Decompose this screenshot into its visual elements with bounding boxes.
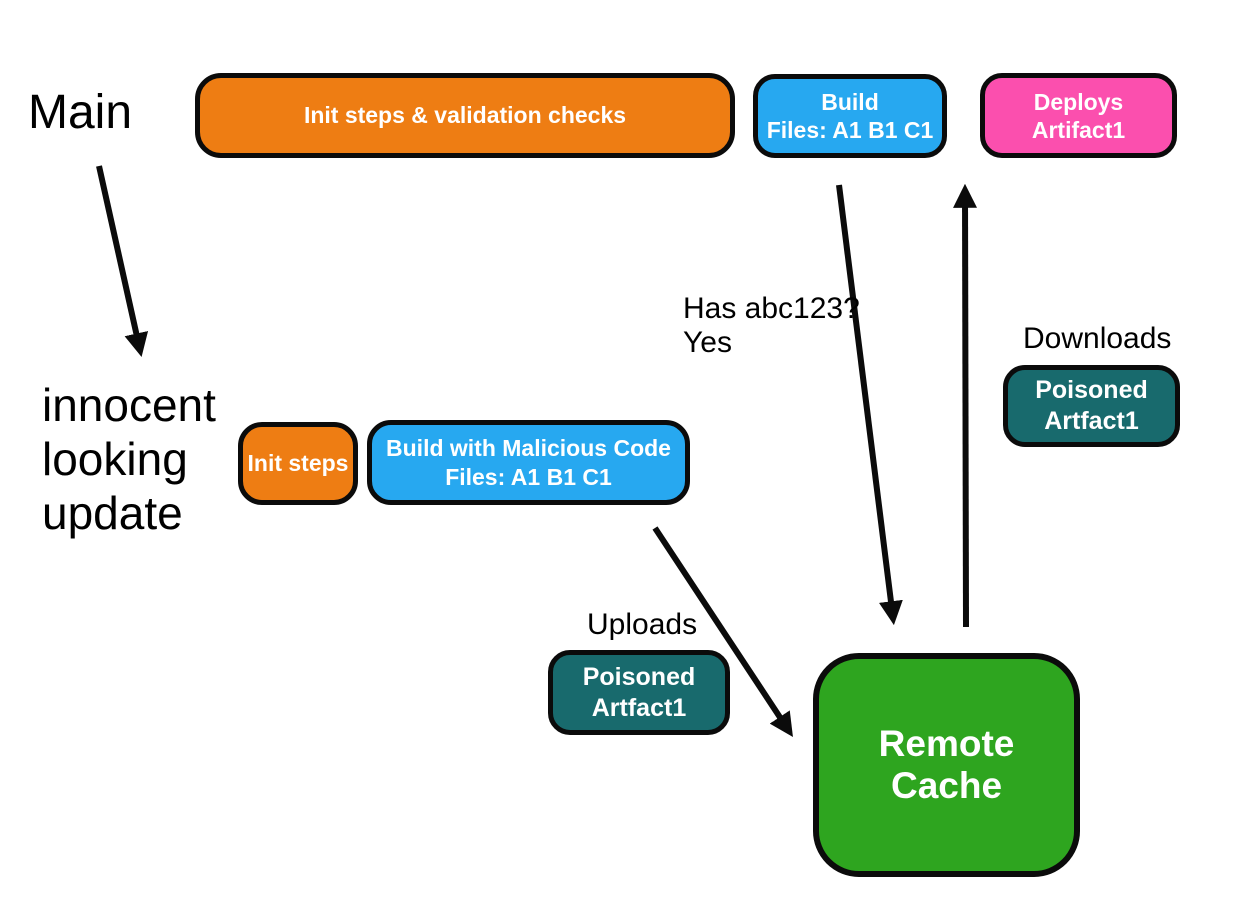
downloads-label: Downloads [1023, 322, 1172, 355]
main-branch-label: Main [28, 86, 133, 139]
arrow-main-to-update-icon [96, 165, 149, 358]
deploys-artifact-node: Deploys Artifact1 [980, 73, 1177, 158]
poisoned-artifact-download-node-label: Poisoned Artfact1 [1035, 376, 1148, 435]
init-steps-node-label: Init steps [247, 450, 349, 476]
has-abc123-label: Has abc123? Yes [683, 292, 860, 359]
innocent-update-label: innocent looking update [42, 379, 216, 539]
uploads-label: Uploads [587, 608, 698, 641]
init-validation-node: Init steps & validation checks [195, 73, 735, 158]
build-node: Build Files: A1 B1 C1 [753, 74, 947, 158]
build-malicious-node: Build with Malicious Code Files: A1 B1 C… [367, 420, 690, 505]
poisoned-artifact-upload-node: Poisoned Artfact1 [548, 650, 730, 735]
build-malicious-node-label: Build with Malicious Code Files: A1 B1 C… [386, 434, 671, 490]
remote-cache-node-label: Remote Cache [878, 723, 1015, 806]
remote-cache-node: Remote Cache [813, 653, 1080, 877]
init-validation-node-label: Init steps & validation checks [303, 102, 627, 128]
arrow-build-to-remote-cache-icon [836, 184, 903, 626]
init-steps-node: Init steps [238, 422, 358, 505]
build-node-label: Build Files: A1 B1 C1 [766, 89, 934, 143]
poisoned-artifact-download-node: Poisoned Artfact1 [1003, 365, 1180, 447]
arrow-remote-cache-to-deploys-icon [953, 183, 978, 628]
poisoned-artifact-upload-node-label: Poisoned Artfact1 [582, 662, 696, 722]
deploys-artifact-node-label: Deploys Artifact1 [1031, 88, 1126, 143]
